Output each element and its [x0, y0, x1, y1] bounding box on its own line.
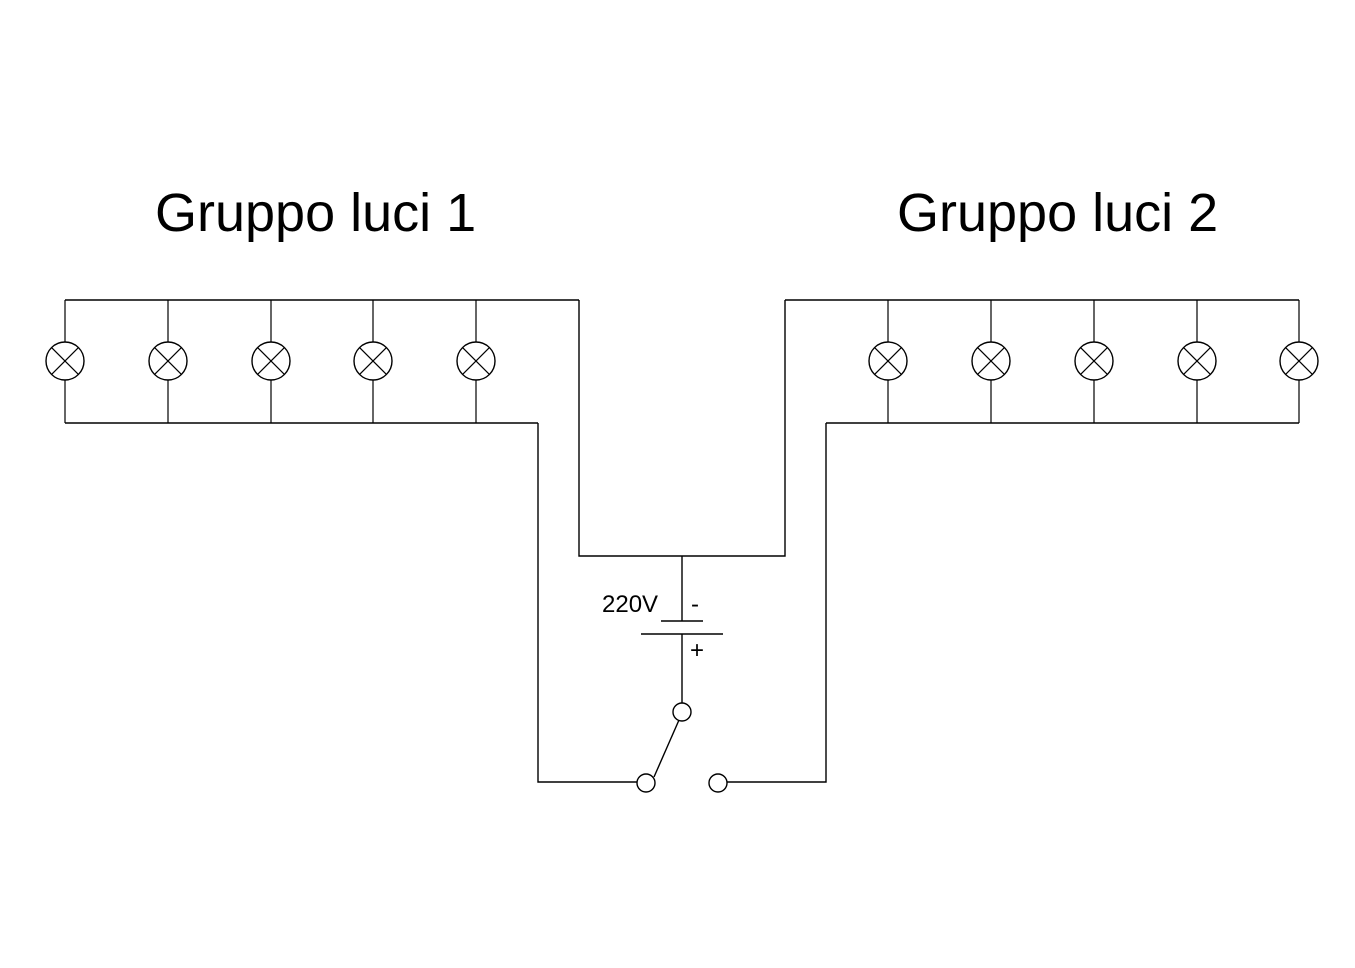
battery-voltage-label: 220V [602, 591, 658, 618]
lamp-icon [251, 300, 291, 423]
lamp-icon [45, 300, 85, 423]
lamp-cross [51, 347, 79, 375]
lamp-icon [971, 300, 1011, 423]
lamp-cross [462, 347, 490, 375]
battery-positive-label: + [690, 637, 704, 664]
lamp-icon [1177, 300, 1217, 423]
lamp-cross [874, 347, 902, 375]
lamp-icon [868, 300, 908, 423]
lamp-cross [977, 347, 1005, 375]
group-1-title: Gruppo luci 1 [155, 183, 476, 243]
group-1-feed-wire [578, 300, 682, 557]
group-1-return-wire [537, 423, 638, 783]
group-2-feed-wire [682, 300, 786, 557]
group-2-return-wire [727, 423, 827, 783]
lamp-cross [154, 347, 182, 375]
lamp-icon [456, 300, 496, 423]
battery-negative-label: - [691, 591, 699, 618]
group-2-title: Gruppo luci 2 [897, 183, 1218, 243]
switch-blade [653, 719, 680, 778]
switch-top-contact [672, 702, 692, 722]
switch [636, 702, 728, 793]
lamp-icon [353, 300, 393, 423]
lamp-cross [1183, 347, 1211, 375]
group-2-wiring [682, 299, 1299, 783]
switch-left-contact [636, 773, 656, 793]
lamp-icon [148, 300, 188, 423]
group-1-lamps [45, 300, 496, 423]
lamp-icon [1279, 300, 1319, 423]
group-1-wiring [65, 299, 682, 783]
lamp-cross [257, 347, 285, 375]
lamp-icon [1074, 300, 1114, 423]
switch-right-contact [708, 773, 728, 793]
lamp-cross [359, 347, 387, 375]
battery: 220V - + [602, 556, 723, 703]
lamp-cross [1285, 347, 1313, 375]
lamp-cross [1080, 347, 1108, 375]
group-2-lamps [868, 300, 1319, 423]
